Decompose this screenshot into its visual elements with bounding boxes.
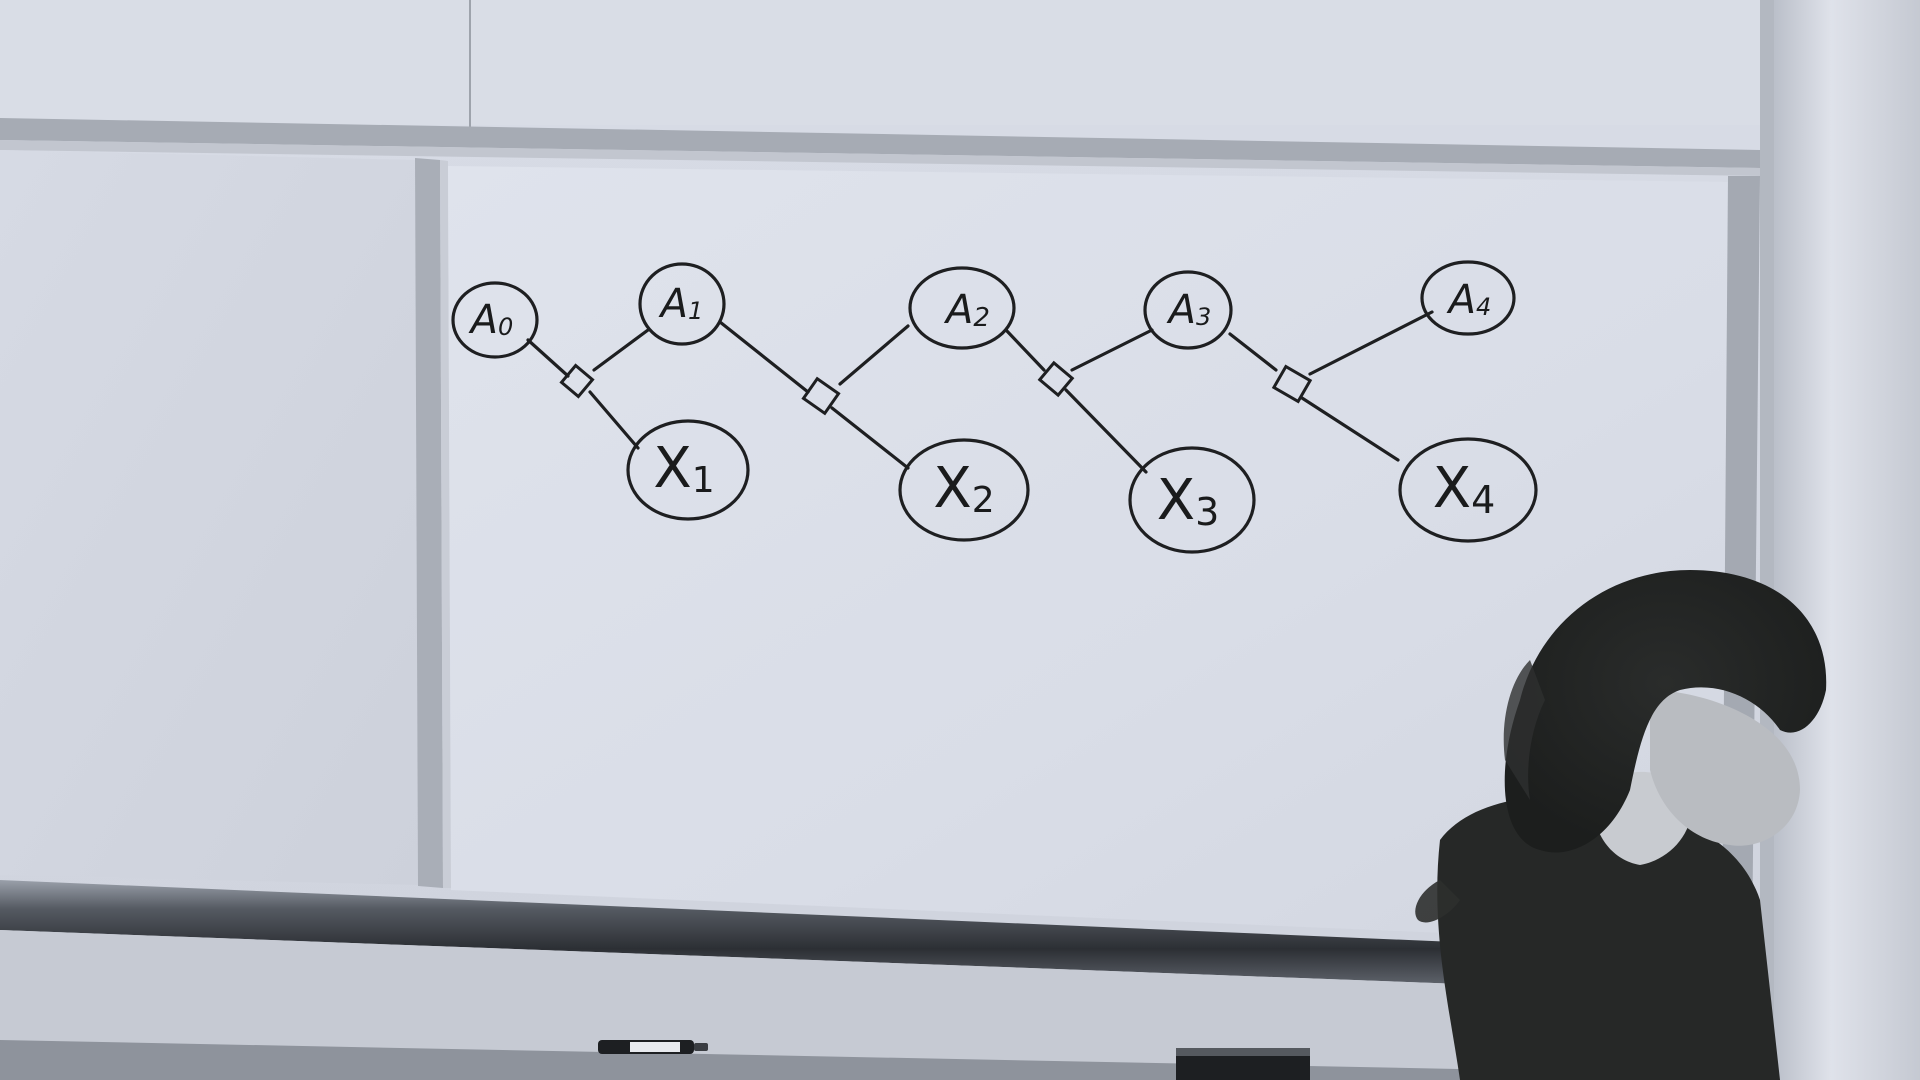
node-x4-label: X4 [1433,456,1496,521]
board-divider [415,158,443,888]
node-x3: X3 [1128,446,1256,554]
top-frame-rail [0,118,1760,168]
edge-a3-f4 [1228,332,1278,372]
node-a1-label: A1 [658,281,704,327]
marker-tray [0,880,1760,995]
edge-f2-x2 [830,406,910,470]
node-x2-label: X2 [933,456,994,521]
presenter-hair [1504,570,1827,853]
diagram-factors [559,360,1313,416]
edge-a0-f1 [526,338,570,378]
node-a0: A0 [451,281,539,359]
observed-nodes: X1 X2 X3 X4 [626,419,1538,554]
node-x4: X4 [1398,437,1538,543]
edge-a1-f2 [718,320,810,394]
factor-node-4 [1271,364,1313,404]
eraser-icon[interactable] [1176,1048,1310,1080]
factor-node-3 [1037,360,1075,398]
node-a4: A4 [1420,260,1516,336]
edge-a2-f3 [1004,328,1046,372]
node-a3: A3 [1143,270,1233,350]
lower-wall [0,930,1760,1080]
right-pillar [1772,0,1920,1080]
factor-graph: A0 A1 A2 A3 A4 X1 [451,260,1538,554]
edge-f2-a2 [838,324,910,386]
factor-node-1 [559,363,595,399]
hidden-nodes: A0 A1 A2 A3 A4 [451,260,1516,359]
node-a3-label: A3 [1166,287,1212,333]
edge-f4-x4 [1300,396,1400,462]
upper-panel [0,0,1760,125]
node-a4-label: A4 [1446,277,1492,323]
factor-node-2 [801,376,841,416]
node-a2: A2 [908,266,1016,350]
presenter-face [1650,690,1800,846]
left-whiteboard [0,150,418,885]
marker-icon[interactable] [598,1040,708,1054]
diagram-edges [526,310,1434,474]
node-x1-label: X1 [653,436,714,501]
edge-f3-x3 [1064,388,1148,474]
node-a0-label: A0 [468,297,514,343]
presenter [1415,570,1827,1080]
edge-f4-a4 [1308,310,1434,376]
edge-f1-a1 [592,328,650,372]
node-x1: X1 [626,419,750,521]
edge-f1-x1 [588,390,640,450]
edge-f3-a3 [1070,328,1154,372]
node-a2-label: A2 [943,287,990,333]
node-x2: X2 [898,438,1030,542]
node-x3-label: X3 [1157,468,1220,533]
node-a1: A1 [638,262,726,346]
presenter-body [1437,796,1780,1080]
